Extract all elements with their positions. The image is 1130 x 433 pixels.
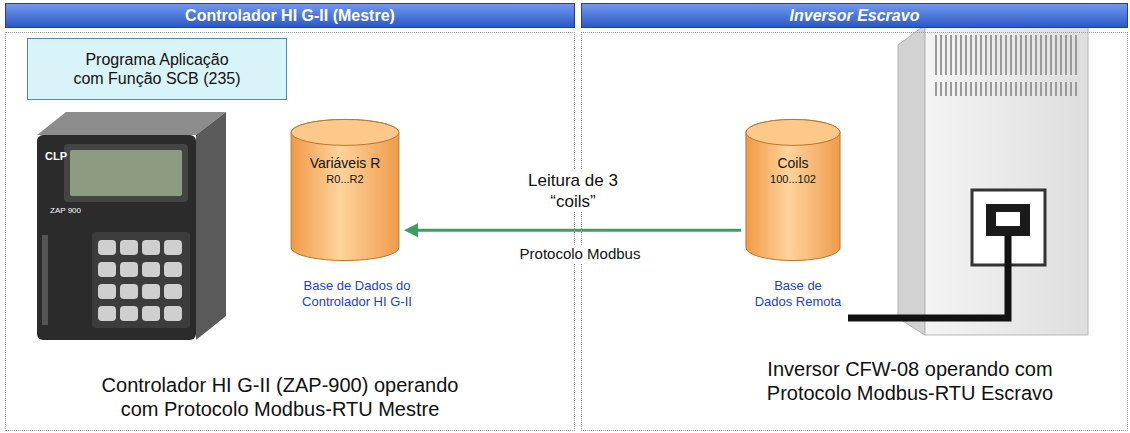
key [98, 240, 116, 255]
arrow-shaft [418, 229, 741, 232]
cable [848, 236, 1008, 318]
key [142, 306, 160, 321]
key [142, 284, 160, 299]
key [164, 284, 182, 299]
key [142, 262, 160, 277]
connector-slot [996, 212, 1020, 226]
edge-label: Leitura de 3 “coils” [513, 170, 633, 212]
cylinder-title: Variáveis R [290, 154, 400, 172]
device-caption: Inversor CFW-08 operando com Protocolo M… [745, 357, 1075, 405]
register-range: 100...102 [745, 172, 841, 187]
brand-mark: CLP [45, 150, 75, 163]
controller-lcd [70, 150, 182, 196]
inverter-vents [935, 35, 1078, 75]
connector-socket [986, 204, 1030, 236]
cylinder-body [291, 119, 399, 260]
master-panel: Controlador HI G-II (Mestre) Programa Apl… [5, 3, 575, 431]
inverter-side [898, 25, 925, 335]
controller-top [37, 112, 226, 135]
cylinder-body [746, 119, 840, 260]
controller-bezel [64, 144, 188, 202]
side-stripe [42, 235, 48, 325]
key [120, 306, 138, 321]
key [120, 240, 138, 255]
cylinder-top [746, 119, 840, 145]
controller-front [37, 135, 196, 340]
arrow-head [404, 223, 418, 237]
device-caption: Controlador HI G-II (ZAP-900) operando c… [90, 373, 470, 421]
key [164, 240, 182, 255]
cylinder-shape [290, 118, 400, 262]
model-mark: ZAP 900 [50, 206, 90, 216]
header-band: Inversor Escravo [581, 3, 1128, 28]
cylinder-title: Coils [745, 154, 841, 172]
database-caption: Base de Dados Remota [754, 278, 842, 310]
key [98, 284, 116, 299]
arrow-connector [404, 223, 741, 237]
controller-side [196, 112, 226, 340]
database-cylinder: Variáveis RR0...R2 [290, 118, 400, 262]
key [120, 284, 138, 299]
program-box: Programa Aplicação com Função SCB (235) [27, 38, 287, 100]
key [98, 262, 116, 277]
key [98, 306, 116, 321]
key [120, 262, 138, 277]
cylinder-top [291, 119, 399, 145]
header-title: Controlador HI G-II (Mestre) [185, 7, 395, 25]
database-caption: Base de Dados do Controlador HI G-II [297, 278, 417, 310]
protocol-label: Protocolo Modbus [500, 245, 660, 263]
keypad-area [92, 232, 190, 328]
box-text: Programa Aplicação com Função SCB (235) [71, 50, 243, 88]
inverter-vents [935, 82, 1078, 96]
cylinder-shape [745, 118, 841, 262]
key [164, 262, 182, 277]
header-band: Controlador HI G-II (Mestre) [5, 3, 575, 28]
register-range: R0...R2 [290, 172, 400, 187]
key [164, 306, 182, 321]
key [142, 240, 160, 255]
database-cylinder: Coils100...102 [745, 118, 841, 262]
header-title: Inversor Escravo [790, 7, 920, 25]
